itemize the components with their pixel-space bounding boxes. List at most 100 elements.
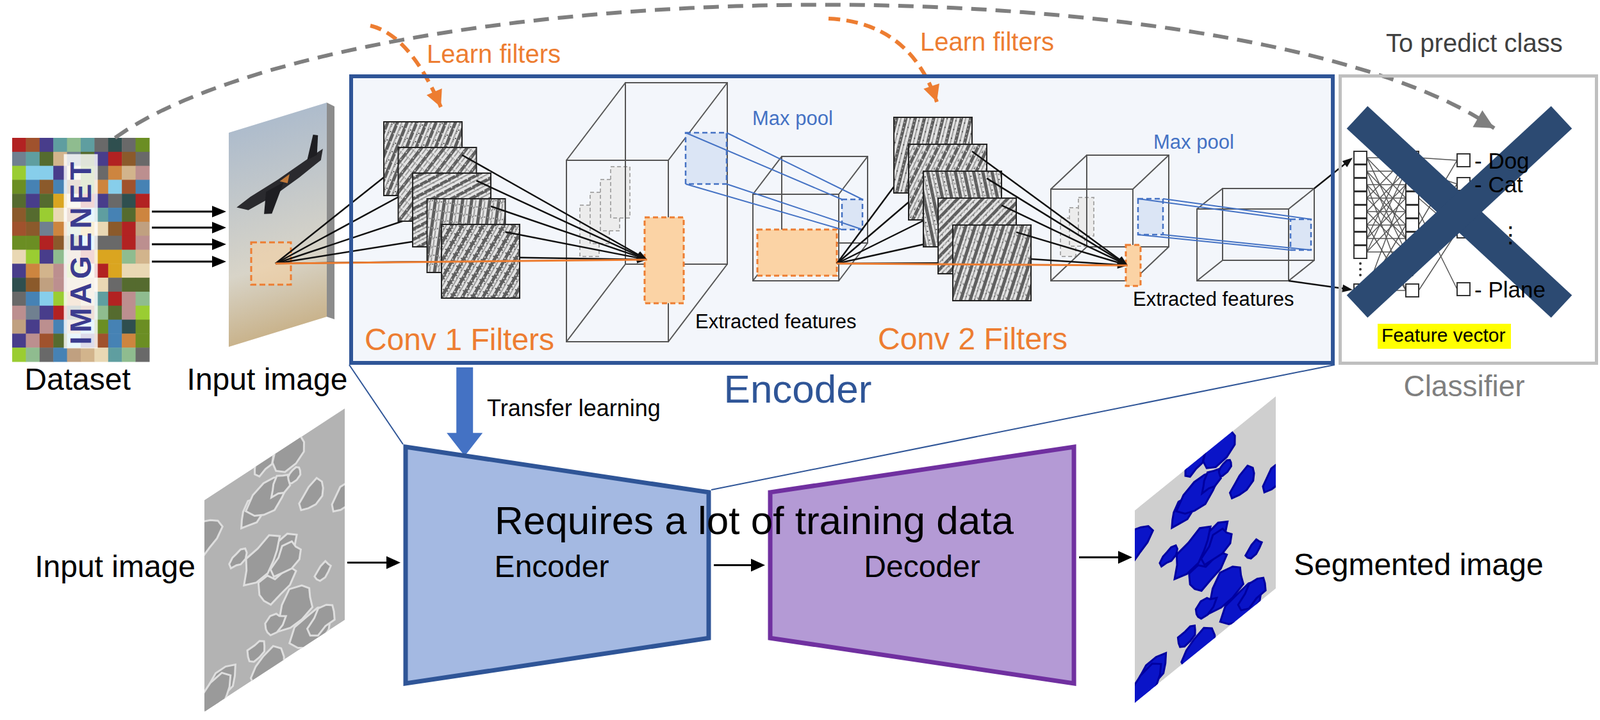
pool-line bbox=[685, 132, 842, 200]
cell-blob bbox=[331, 476, 345, 516]
ellipsis: ⋮ bbox=[1499, 223, 1522, 247]
connector-line bbox=[1079, 556, 1123, 559]
mosaic-tile bbox=[12, 249, 27, 264]
node-label: Input image bbox=[187, 361, 348, 397]
mosaic-tile bbox=[12, 263, 27, 278]
block-arrow bbox=[446, 367, 483, 456]
mosaic-tile bbox=[25, 179, 40, 194]
cell-blob bbox=[1245, 534, 1263, 563]
cell-blob bbox=[265, 605, 286, 641]
node-label: Encoder bbox=[494, 548, 610, 584]
mosaic-tile bbox=[121, 235, 136, 250]
neuron bbox=[1353, 205, 1367, 218]
mosaic-tile bbox=[12, 137, 27, 152]
mosaic-tile bbox=[108, 165, 123, 181]
cell-blob bbox=[1230, 460, 1255, 504]
neuron bbox=[1353, 218, 1367, 232]
edge-label: To predict class bbox=[1385, 28, 1563, 58]
photo-edge bbox=[326, 102, 335, 320]
mosaic-tile bbox=[121, 319, 136, 334]
mosaic-tile bbox=[108, 207, 123, 222]
cube-edge bbox=[1196, 260, 1223, 281]
network-link bbox=[1366, 171, 1406, 252]
mosaic-tile bbox=[135, 291, 150, 306]
cell-blob bbox=[204, 506, 223, 568]
feature-cube bbox=[1196, 188, 1315, 281]
neuron bbox=[1353, 178, 1367, 191]
mosaic-tile bbox=[39, 277, 54, 292]
mosaic-tile bbox=[25, 165, 40, 181]
node-label: Input image bbox=[34, 548, 196, 584]
segmentation-map bbox=[1120, 377, 1288, 720]
cell-blob bbox=[247, 637, 265, 666]
mosaic-tile bbox=[39, 179, 54, 194]
mosaic-tile bbox=[12, 179, 27, 194]
mosaic-tile bbox=[39, 347, 54, 362]
receptive-field-line bbox=[836, 263, 1128, 266]
mosaic-tile bbox=[25, 347, 40, 362]
feature-to-classifier bbox=[1288, 280, 1346, 289]
mosaic-tile bbox=[108, 221, 123, 236]
classifier-panel: ClassifierFeature vector bbox=[1338, 74, 1599, 365]
mosaic-tile bbox=[135, 165, 150, 181]
node-label: Encoder bbox=[724, 365, 873, 412]
mosaic-tile bbox=[12, 333, 27, 348]
pool-line bbox=[1162, 234, 1312, 250]
edge-label: Transfer learning bbox=[486, 394, 661, 421]
cube-edge bbox=[566, 263, 626, 342]
mosaic-tile bbox=[25, 193, 40, 208]
arrowhead bbox=[212, 205, 227, 218]
connector bbox=[115, 4, 1495, 138]
mosaic-tile bbox=[108, 179, 123, 194]
mosaic-tile bbox=[39, 249, 54, 264]
mosaic-tile bbox=[67, 347, 82, 362]
cell-blob bbox=[229, 545, 247, 572]
mosaic-tile bbox=[39, 291, 54, 306]
mosaic-tile bbox=[53, 347, 68, 362]
mosaic-tile bbox=[80, 347, 95, 362]
airplane-photo bbox=[228, 102, 327, 347]
mosaic-tile bbox=[135, 179, 150, 194]
mosaic-tile bbox=[135, 319, 150, 334]
mosaic-tile bbox=[25, 235, 40, 250]
pool-line bbox=[1138, 198, 1291, 220]
connector bbox=[1079, 550, 1133, 564]
cube-edge bbox=[1132, 155, 1169, 190]
mosaic-tile bbox=[121, 207, 136, 222]
arrowhead bbox=[212, 255, 227, 268]
class-label: - Cat bbox=[1474, 173, 1524, 196]
mosaic-tile bbox=[12, 221, 27, 236]
neuron bbox=[1353, 164, 1367, 178]
feature-cube bbox=[566, 82, 728, 342]
airplane-wing bbox=[263, 181, 284, 216]
mosaic-tile bbox=[39, 193, 54, 208]
connector-line bbox=[151, 210, 217, 213]
feature-cube bbox=[752, 156, 868, 281]
neuron bbox=[1405, 218, 1419, 232]
mosaic-tile bbox=[39, 305, 54, 320]
dashed-connector bbox=[115, 4, 1495, 138]
overlay-note: Requires a lot of training data bbox=[494, 497, 1014, 543]
activation-patch bbox=[644, 217, 684, 304]
mosaic-tile bbox=[108, 151, 123, 166]
mosaic-tile bbox=[135, 235, 150, 250]
cell-blob bbox=[1134, 656, 1162, 703]
mosaic-tile bbox=[121, 347, 136, 362]
annotation: Learn filters bbox=[920, 26, 1055, 57]
mosaic-tile bbox=[39, 165, 54, 181]
mosaic-tile bbox=[25, 333, 40, 348]
mosaic-tile bbox=[108, 333, 123, 348]
mosaic-tile bbox=[39, 207, 54, 222]
neuron bbox=[1353, 245, 1367, 259]
mosaic-tile bbox=[108, 263, 123, 278]
arrowhead bbox=[386, 556, 401, 570]
filter-output-line bbox=[505, 231, 641, 259]
neuron bbox=[1353, 191, 1367, 205]
mosaic-tile bbox=[94, 137, 109, 152]
pool-line bbox=[1138, 234, 1291, 250]
mosaic-tile bbox=[12, 193, 27, 208]
encoder-block: Encoder bbox=[403, 444, 712, 686]
mosaic-tile bbox=[12, 305, 27, 320]
dataset-mosaic bbox=[12, 137, 150, 362]
mosaic-tile bbox=[121, 333, 136, 348]
